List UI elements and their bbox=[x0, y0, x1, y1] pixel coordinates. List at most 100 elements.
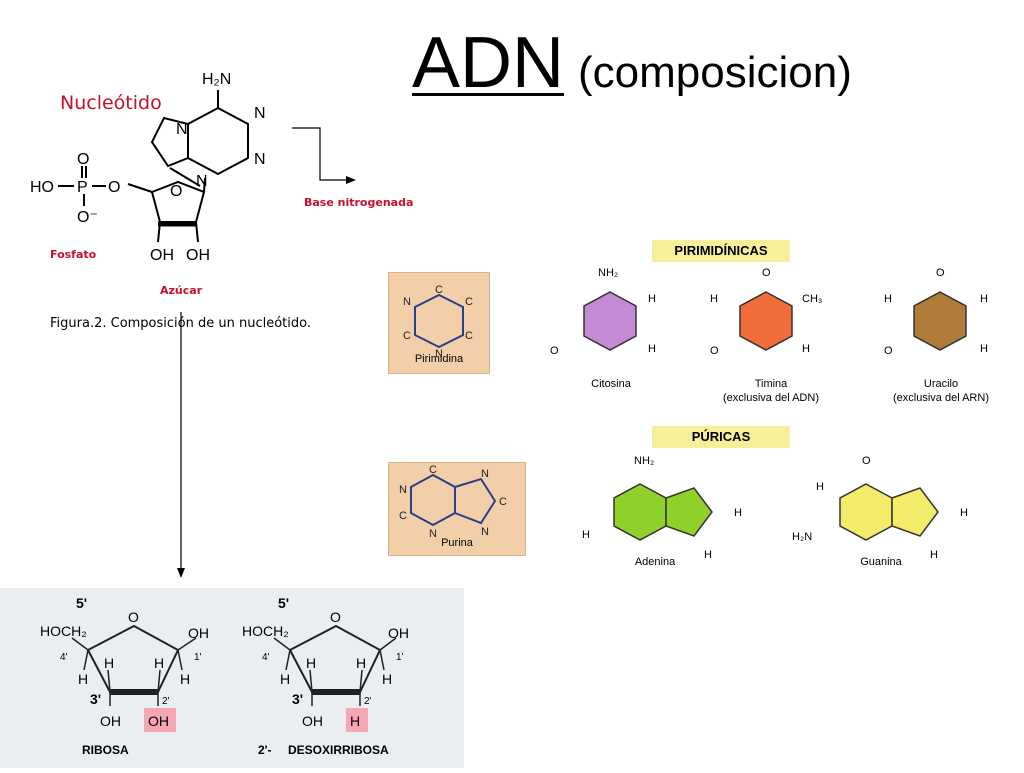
c3-label: 3' bbox=[292, 691, 303, 707]
ribose-name: RIBOSA bbox=[82, 743, 129, 757]
sugar-arrow-head bbox=[177, 568, 185, 578]
p-label: P bbox=[77, 179, 88, 196]
n-label: N bbox=[429, 528, 437, 540]
ribose-ring bbox=[71, 624, 197, 732]
ch3-label: CH₃ bbox=[802, 293, 822, 305]
timina-molecule: O CH₃ H H O bbox=[710, 267, 822, 357]
c-label: C bbox=[499, 496, 507, 508]
n-label: N bbox=[176, 121, 188, 138]
figure-caption: Figura.2. Composición de un nucleótido. bbox=[50, 316, 311, 331]
n-label: N bbox=[196, 173, 208, 190]
c1-label: 1' bbox=[194, 652, 202, 663]
deoxyribose-h-highlight: H bbox=[350, 713, 360, 729]
sugars-structures: 5' HOCH₂ O OH 4' 1' H H H H 3' 2' OH OH … bbox=[40, 595, 409, 757]
h-label: H bbox=[648, 343, 656, 355]
timina-name: Timina bbox=[754, 378, 788, 390]
adenina-molecule: NH₂ H H H bbox=[582, 455, 742, 561]
purine-ring: N C C N N C N bbox=[399, 464, 507, 540]
purine-bases: NH₂ H H H O H H₂N H H bbox=[582, 455, 968, 561]
oh-label: OH bbox=[150, 247, 174, 264]
oh-label: OH bbox=[186, 247, 210, 264]
o-minus-label: O⁻ bbox=[77, 209, 98, 226]
nh2-label: NH₂ bbox=[598, 267, 618, 279]
o-label: O bbox=[550, 345, 559, 357]
c2-label: 2' bbox=[162, 696, 170, 707]
adenina-name: Adenina bbox=[634, 556, 676, 568]
h-label: H bbox=[582, 529, 590, 541]
phosphate-bonds bbox=[58, 166, 106, 206]
deoxyribose-ring bbox=[273, 624, 397, 732]
pyrimidine-ring: C C C N C N bbox=[403, 284, 473, 360]
o-label: O bbox=[108, 179, 120, 196]
oh-label: OH bbox=[100, 713, 121, 729]
n-label: N bbox=[254, 105, 266, 122]
oh-label: OH bbox=[302, 713, 323, 729]
h2n-label: H₂N bbox=[792, 531, 812, 543]
h-label: H bbox=[154, 655, 164, 671]
n-label: N bbox=[254, 151, 266, 168]
n-label: N bbox=[403, 296, 411, 308]
o-label: O bbox=[170, 183, 182, 200]
o-label: O bbox=[128, 609, 139, 625]
uracilo-note: (exclusiva del ARN) bbox=[893, 392, 989, 404]
o-label: O bbox=[77, 151, 89, 168]
pyrimidine-bases: NH₂ H H O O CH₃ H H O O H H H O bbox=[550, 267, 988, 357]
uracilo-molecule: O H H H O bbox=[884, 267, 988, 357]
c-label: C bbox=[429, 464, 437, 476]
h-label: H bbox=[78, 671, 88, 687]
c5-label: 5' bbox=[278, 595, 289, 611]
timina-note: (exclusiva del ADN) bbox=[723, 392, 819, 404]
n-label: N bbox=[481, 526, 489, 538]
h-label: H bbox=[734, 507, 742, 519]
ho-label: HO bbox=[30, 179, 54, 196]
c1-label: 1' bbox=[396, 652, 404, 663]
oh-label: OH bbox=[388, 625, 409, 641]
nucleotide-heading: Nucleótido bbox=[60, 92, 162, 114]
c2-label: 2' bbox=[364, 696, 372, 707]
c-label: C bbox=[465, 330, 473, 342]
c4-label: 4' bbox=[60, 652, 68, 663]
c-label: C bbox=[403, 330, 411, 342]
c5-label: 5' bbox=[76, 595, 87, 611]
base-arrow bbox=[292, 127, 350, 181]
citosina-molecule: NH₂ H H O bbox=[550, 267, 656, 357]
purine-generic-box: N C C N N C N Purina bbox=[388, 462, 526, 556]
phosphate-label: Fosfato bbox=[50, 248, 97, 261]
sugar-ring bbox=[127, 177, 206, 243]
o-label: O bbox=[884, 345, 893, 357]
o-label: O bbox=[330, 609, 341, 625]
base-label: Base nitrogenada bbox=[304, 196, 414, 209]
title-main: ADN bbox=[412, 23, 565, 103]
n-label: N bbox=[399, 484, 407, 496]
sugar-label: Azúcar bbox=[160, 284, 203, 297]
citosina-name: Citosina bbox=[591, 378, 631, 390]
title-sub: (composicion) bbox=[578, 48, 852, 97]
purine-label: Purina bbox=[441, 537, 473, 549]
o-label: O bbox=[762, 267, 771, 279]
c4-label: 4' bbox=[262, 652, 270, 663]
h-label: H bbox=[356, 655, 366, 671]
purines-banner: PÚRICAS bbox=[652, 426, 790, 448]
h-label: H bbox=[980, 293, 988, 305]
deoxyribose-highlight-box bbox=[346, 708, 368, 732]
pyrimidines-banner: PIRIMIDÍNICAS bbox=[652, 240, 790, 262]
hoch2-label: HOCH₂ bbox=[40, 623, 87, 639]
c-label: C bbox=[465, 296, 473, 308]
h-label: H bbox=[930, 549, 938, 561]
h-label: H bbox=[802, 343, 810, 355]
c3-label: 3' bbox=[90, 691, 101, 707]
deoxyribose-name: DESOXIRRIBOSA bbox=[288, 743, 389, 757]
h-label: H bbox=[710, 293, 718, 305]
h-label: H bbox=[180, 671, 190, 687]
c-label: C bbox=[399, 510, 407, 522]
h-label: H bbox=[960, 507, 968, 519]
h-label: H bbox=[306, 655, 316, 671]
h-label: H bbox=[884, 293, 892, 305]
c-label: C bbox=[435, 284, 443, 296]
sugars-panel: 5' HOCH₂ O OH 4' 1' H H H H 3' 2' OH OH … bbox=[0, 588, 464, 768]
guanina-name: Guanina bbox=[860, 556, 902, 568]
page-title: ADN (composicion) bbox=[412, 22, 852, 104]
hoch2-label: HOCH₂ bbox=[242, 623, 289, 639]
ribose-oh-highlight: OH bbox=[148, 713, 169, 729]
